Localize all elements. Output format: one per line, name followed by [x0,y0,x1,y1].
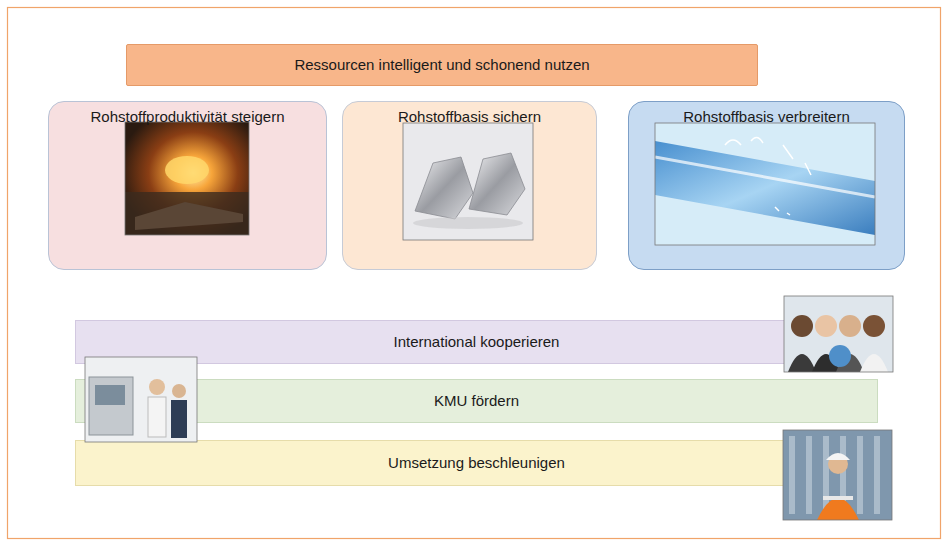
cross-band: International kooperieren [75,320,878,364]
field-title: Rohstoffproduktivität steigern [91,108,285,126]
tube-photo [655,123,875,245]
furnace-photo [125,122,249,235]
metal-photo [403,123,533,240]
cross-band: Umsetzung beschleunigen [75,440,878,486]
field-title: Rohstoffbasis verbreitern [683,108,849,126]
field-title: Rohstoffbasis sichern [398,108,541,126]
team-photo [784,296,893,372]
band-title: Umsetzung beschleunigen [388,454,565,472]
field-box: Rohstoffbasis verbreitern [628,101,905,270]
goal-title: Ressourcen intelligent und schonend nutz… [294,56,589,74]
band-title: International kooperieren [394,333,560,351]
goal-bar: Ressourcen intelligent und schonend nutz… [126,44,758,86]
band-title: KMU fördern [434,392,519,410]
worker-photo [783,430,892,520]
outer-frame [8,8,941,539]
field-box: Rohstoffproduktivität steigern [48,101,327,270]
cross-band: KMU fördern [75,379,878,423]
field-box: Rohstoffbasis sichern [342,101,597,270]
factory-photo [85,357,197,442]
